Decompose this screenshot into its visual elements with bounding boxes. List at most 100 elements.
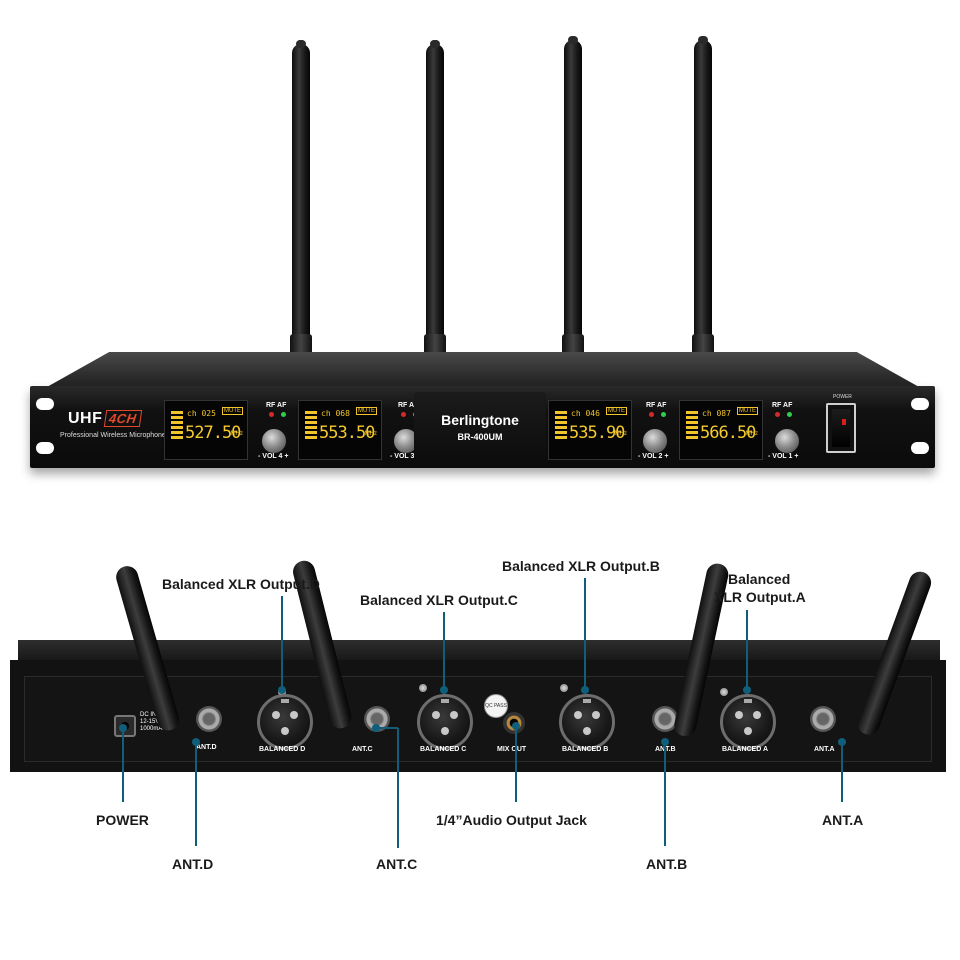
mhz-label: MHz	[614, 431, 627, 437]
balanced-b-label: BALANCED B	[562, 746, 609, 753]
brand-name: Berlingtone	[441, 412, 519, 428]
power-switch-label: POWER	[833, 394, 852, 400]
volume-label: - VOL 4 +	[258, 453, 289, 460]
xlr-output-b[interactable]	[559, 694, 615, 750]
ant-c-label: ANT.C	[352, 746, 373, 753]
callout-line	[195, 744, 197, 846]
xlr-output-d[interactable]	[257, 694, 313, 750]
callout-line	[584, 578, 586, 688]
callout-dot	[743, 686, 751, 694]
frequency-readout: 527.50	[185, 423, 241, 443]
rf-af-label: RF AF	[266, 402, 287, 409]
callout-dot	[440, 686, 448, 694]
frequency-readout: 553.50	[319, 423, 375, 443]
volume-knob-ch2[interactable]	[642, 428, 668, 454]
rf-led	[269, 412, 274, 417]
volume-knob-ch1[interactable]	[774, 428, 800, 454]
callout-line	[746, 610, 748, 688]
rack-ear-hole	[911, 398, 929, 410]
callout-line	[281, 596, 283, 688]
front-antenna-2	[424, 40, 446, 356]
rf-level-bars	[171, 411, 183, 441]
callout-line	[378, 727, 398, 729]
rf-af-label: RF AF	[646, 402, 667, 409]
front-antenna-4	[692, 36, 714, 356]
af-led	[281, 412, 286, 417]
callout-xlr-a-line1: Balanced	[728, 571, 791, 587]
callout-dot	[192, 738, 200, 746]
ant-a-label: ANT.A	[814, 746, 835, 753]
screw	[560, 684, 568, 692]
chassis-top	[38, 352, 928, 392]
callout-ant-b: ANT.B	[646, 856, 688, 872]
front-antenna-3	[562, 36, 584, 356]
callout-xlr-c: Balanced XLR Output.C	[360, 592, 518, 608]
qc-pass-sticker: QC PASS	[484, 694, 508, 718]
mute-indicator: MUTE	[737, 407, 758, 415]
channel-number: ch 087	[702, 409, 731, 418]
callout-dot	[119, 724, 127, 732]
lcd-display-ch3: ch 068 MUTE 553.50 MHz	[298, 400, 382, 460]
callout-dot	[581, 686, 589, 694]
front-antenna-1	[290, 40, 312, 356]
lcd-display-ch1: ch 087 MUTE 566.50 MHz	[679, 400, 763, 460]
callout-ant-d: ANT.D	[172, 856, 214, 872]
volume-knob-ch4[interactable]	[261, 428, 287, 454]
screw	[720, 688, 728, 696]
rf-af-label: RF AF	[398, 402, 418, 409]
brand-subtitle: Professional Wireless Microphone	[60, 432, 166, 439]
power-switch[interactable]	[826, 403, 856, 453]
callout-line	[841, 744, 843, 802]
rf-led	[775, 412, 780, 417]
mhz-label: MHz	[364, 431, 377, 437]
callout-xlr-a-line2: XLR Output.A	[714, 589, 806, 605]
xlr-output-a[interactable]	[720, 694, 776, 750]
callout-xlr-b: Balanced XLR Output.B	[502, 558, 660, 574]
rf-level-bars	[686, 411, 698, 441]
callout-dot	[372, 724, 380, 732]
uhf-label: UHF	[68, 410, 103, 427]
af-led	[661, 412, 666, 417]
channel-number: ch 068	[321, 409, 350, 418]
callout-dot	[512, 722, 520, 730]
power-indicator	[842, 419, 846, 425]
volume-label: - VOL 2 +	[638, 453, 669, 460]
rf-led	[401, 412, 406, 417]
mix-out-label: MIX OUT	[497, 746, 527, 753]
frequency-readout: 566.50	[700, 423, 756, 443]
mhz-label: MHz	[230, 431, 243, 437]
balanced-d-label: BALANCED D	[259, 746, 306, 753]
callout-xlr-d: Balanced XLR Output.D	[162, 576, 320, 592]
antenna-connector-d[interactable]	[196, 706, 222, 732]
mute-indicator: MUTE	[356, 407, 377, 415]
xlr-output-c[interactable]	[417, 694, 473, 750]
callout-dot	[661, 738, 669, 746]
mhz-label: MHz	[745, 431, 758, 437]
mute-indicator: MUTE	[606, 407, 627, 415]
ant-d-label: ANT.D	[196, 744, 217, 751]
lcd-display-ch2: ch 046 MUTE 535.90 MHz	[548, 400, 632, 460]
balanced-c-label: BALANCED C	[420, 746, 467, 753]
channel-number: ch 046	[571, 409, 600, 418]
callout-audio-jack: 1/4”Audio Output Jack	[436, 812, 587, 828]
mute-indicator: MUTE	[222, 407, 243, 415]
antenna-connector-a[interactable]	[810, 706, 836, 732]
callout-line	[515, 728, 517, 802]
screw	[419, 684, 427, 692]
frequency-readout: 535.90	[569, 423, 625, 443]
volume-label: - VOL 3 +	[390, 453, 421, 460]
af-led	[787, 412, 792, 417]
callout-line	[122, 730, 124, 802]
callout-ant-a: ANT.A	[822, 812, 864, 828]
rf-led	[649, 412, 654, 417]
callout-line	[664, 744, 666, 846]
rf-level-bars	[305, 411, 317, 441]
callout-dot	[838, 738, 846, 746]
brand-badge: Berlingtone BR-400UM	[414, 392, 546, 462]
rack-ear-hole	[36, 442, 54, 454]
4ch-label: 4CH	[104, 410, 143, 427]
rack-ear-hole	[911, 442, 929, 454]
callout-line	[397, 728, 399, 848]
model-number: BR-400UM	[457, 432, 503, 442]
